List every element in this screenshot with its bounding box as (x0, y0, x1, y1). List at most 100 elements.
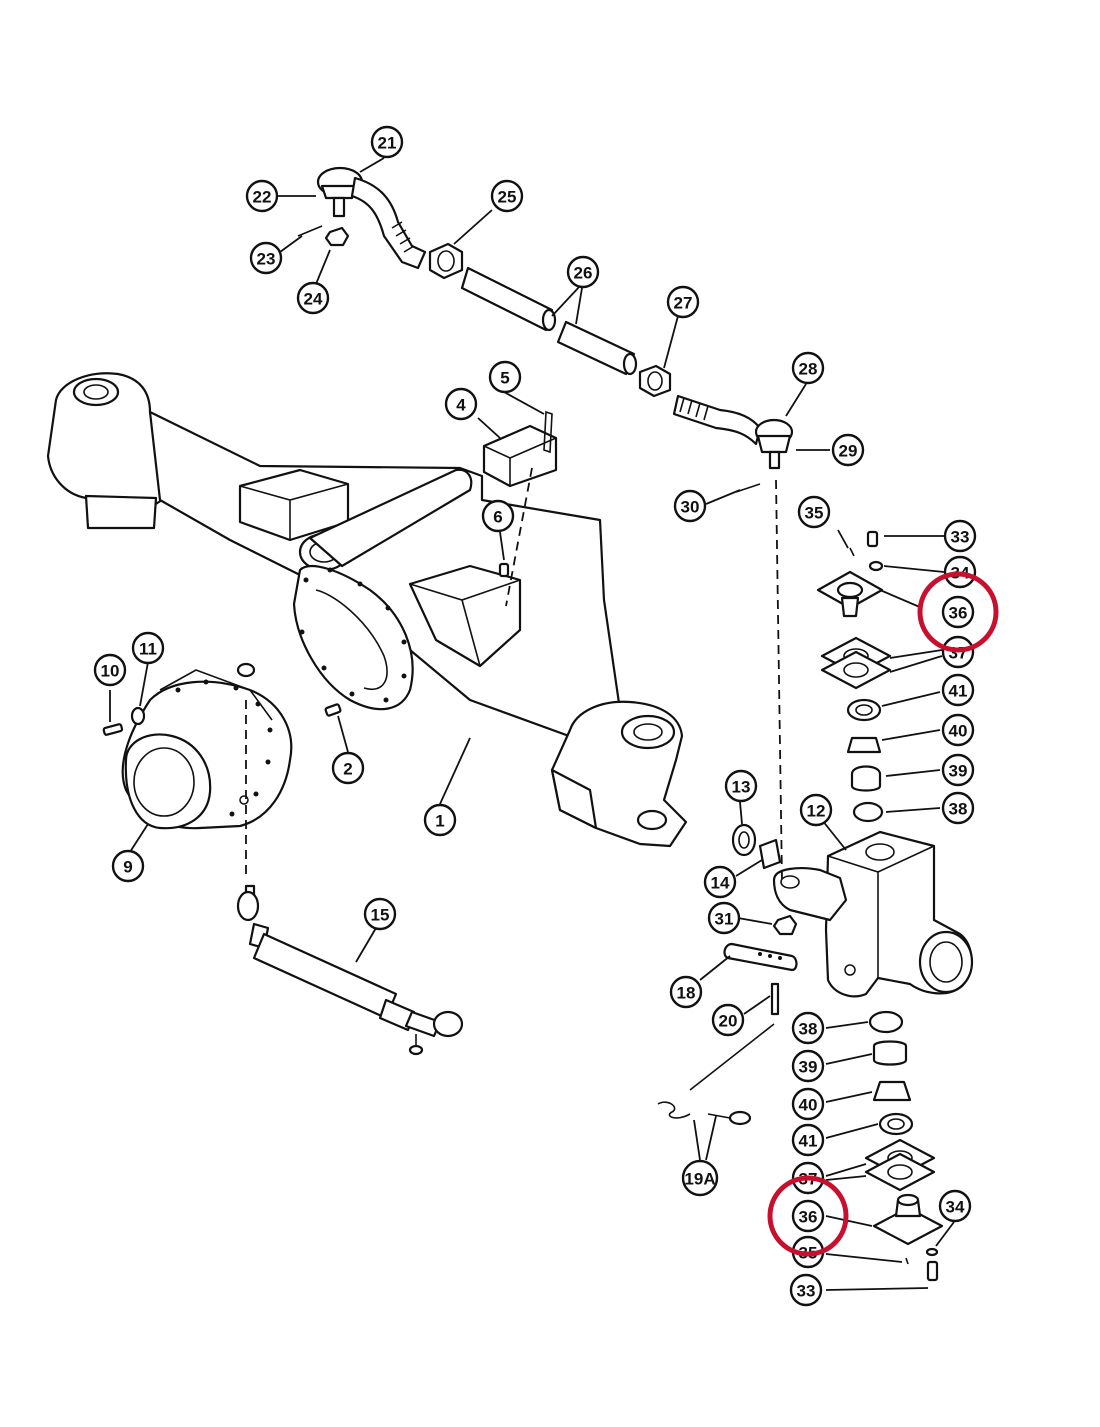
callout-c41b: 41 (791, 1123, 825, 1157)
callout-label: 4 (456, 396, 466, 415)
callout-label: 10 (101, 662, 120, 681)
callout-circle (789, 1273, 823, 1307)
callout-circle (703, 865, 737, 899)
callout-label: 28 (799, 360, 818, 379)
seal-13 (731, 823, 757, 857)
callout-c11: 11 (131, 631, 165, 665)
callout-c38a: 38 (941, 791, 975, 825)
callout-label: 26 (574, 264, 593, 283)
callout-circle (791, 1123, 825, 1157)
callout-c9: 9 (111, 849, 145, 883)
callout-circle (791, 1087, 825, 1121)
callout-circle (799, 793, 833, 827)
callout-label: 29 (839, 442, 858, 461)
cotter-pin-23 (297, 225, 323, 237)
callout-label: 18 (677, 984, 696, 1003)
callout-label: 31 (715, 910, 734, 929)
dowel-pin-2 (324, 703, 342, 717)
callout-circle (831, 433, 865, 467)
highlight-ring-c36a (917, 571, 999, 653)
callout-circle (131, 631, 165, 665)
callout-label: 14 (711, 874, 730, 893)
callout-circle (481, 499, 515, 533)
callout-c40b: 40 (791, 1087, 825, 1121)
callout-c20: 20 (711, 1003, 745, 1037)
callout-label: 13 (732, 778, 751, 797)
callout-circle (363, 897, 397, 931)
highlight-rings (767, 571, 999, 1257)
clamp-nut-27 (638, 364, 672, 398)
castle-nut-24 (324, 226, 350, 247)
callout-label: 40 (949, 722, 968, 741)
callout-c22: 22 (245, 179, 279, 213)
callout-c40a: 40 (941, 713, 975, 747)
callout-circle (791, 1199, 825, 1233)
wire-19a (657, 1023, 775, 1126)
bolt-5 (543, 410, 553, 454)
callout-circle (941, 753, 975, 787)
callout-label: 21 (378, 134, 397, 153)
callout-c21: 21 (370, 125, 404, 159)
pin-18 (723, 942, 798, 972)
callout-label: 19A (684, 1170, 715, 1189)
callout-c36a: 36 (941, 595, 975, 629)
callout-label: 37 (949, 644, 968, 663)
callout-label: 24 (304, 290, 323, 309)
callout-c6: 6 (481, 499, 515, 533)
callout-label: 1 (435, 812, 444, 831)
callout-label: 38 (949, 800, 968, 819)
callout-circle (707, 901, 741, 935)
callout-c14: 14 (703, 865, 737, 899)
callout-circle (93, 653, 127, 687)
callout-circle (941, 673, 975, 707)
callout-label: 33 (951, 528, 970, 547)
callout-c23: 23 (249, 241, 283, 275)
tie-rod-end-right (672, 394, 794, 470)
callout-c4: 4 (444, 387, 478, 421)
callout-label: 5 (500, 369, 509, 388)
callout-label: 25 (498, 188, 517, 207)
callout-circle (423, 803, 457, 837)
callout-c31: 31 (707, 901, 741, 935)
callout-circle (681, 1159, 719, 1197)
callout-c39b: 39 (791, 1049, 825, 1083)
callout-label: 11 (139, 640, 157, 659)
callout-circle (296, 281, 330, 315)
callout-circle (331, 751, 365, 785)
callout-label: 35 (805, 504, 824, 523)
callout-label: 36 (799, 1208, 818, 1227)
callout-c18: 18 (669, 975, 703, 1009)
callout-circle (711, 1003, 745, 1037)
tie-rod-end-left (316, 166, 427, 270)
castle-nut-31 (772, 914, 798, 936)
callout-circle (941, 713, 975, 747)
callout-label: 22 (253, 188, 272, 207)
callout-circle (797, 495, 831, 529)
axle-housing-1 (46, 372, 688, 848)
callout-circle (666, 285, 700, 319)
callout-circle (673, 489, 707, 523)
callout-circle (370, 125, 404, 159)
callout-circle (111, 849, 145, 883)
washer-11 (130, 706, 146, 726)
callout-label: 12 (807, 802, 826, 821)
callout-circle (724, 769, 758, 803)
callout-circle (669, 975, 703, 1009)
callout-c15: 15 (363, 897, 397, 931)
callout-c24: 24 (296, 281, 330, 315)
callout-c38b: 38 (791, 1011, 825, 1045)
grease-fitting-top (236, 662, 256, 678)
callout-label: 2 (343, 760, 352, 779)
callout-circle (941, 595, 975, 629)
callout-label: 15 (371, 906, 390, 925)
callout-c10: 10 (93, 653, 127, 687)
callout-c29: 29 (831, 433, 865, 467)
tie-rod-tubes-26 (460, 266, 638, 376)
callout-c13: 13 (724, 769, 758, 803)
assembly-lines (245, 467, 783, 881)
callout-c26: 26 (566, 255, 600, 289)
carrier-9 (121, 669, 293, 830)
bolt-10 (102, 723, 124, 736)
callout-label: 23 (257, 250, 276, 269)
